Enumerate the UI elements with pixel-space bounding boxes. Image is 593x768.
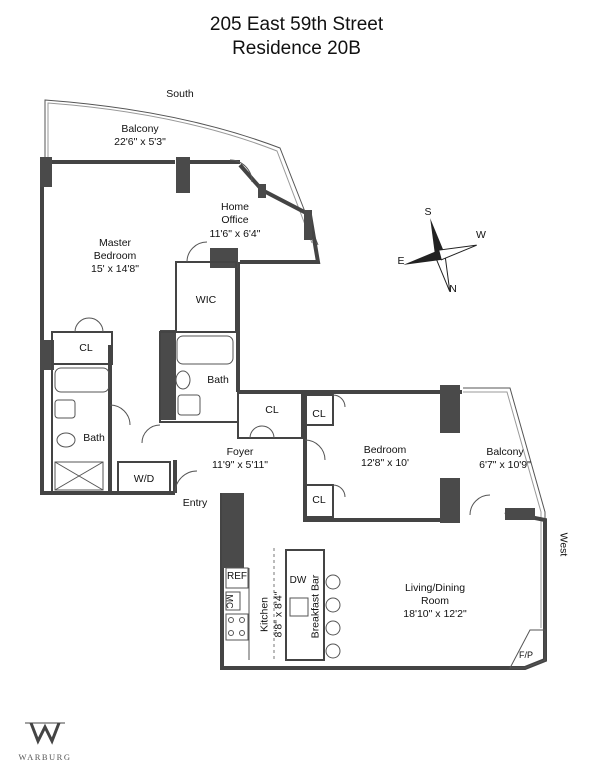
- ref-label: REF: [227, 571, 247, 582]
- wd-outline: [117, 461, 171, 493]
- bath-center-label: Bath: [207, 374, 229, 386]
- sink-master: [54, 399, 76, 419]
- tub-master: [54, 367, 110, 393]
- address-title: 205 East 59th Street: [209, 14, 384, 35]
- wd-label: W/D: [133, 473, 155, 485]
- bath-center-outline: [159, 331, 239, 423]
- microwave: [225, 591, 241, 611]
- fireplace: [509, 629, 546, 669]
- column: [304, 210, 312, 240]
- residence-title: Residence 20B: [232, 38, 361, 59]
- home-office-name: Home: [220, 201, 249, 213]
- wall-pier: [160, 330, 176, 420]
- cl-bed-bottom: [304, 484, 334, 518]
- stool: [325, 643, 341, 659]
- wic-label: WIC: [195, 294, 217, 306]
- kitchen-name: Kitchen: [258, 596, 271, 633]
- master-bedroom-dims: 15' x 14'8": [90, 263, 140, 275]
- column: [210, 248, 238, 268]
- compass-e: E: [397, 255, 405, 267]
- foyer-name: Foyer: [226, 446, 254, 458]
- master-bedroom-name: Master: [98, 237, 132, 249]
- compass-s: S: [424, 206, 432, 218]
- wall-pier: [40, 340, 54, 370]
- cl-bed-top: [304, 394, 334, 426]
- warburg-logo-icon: [25, 722, 65, 745]
- toilet-center: [175, 370, 191, 390]
- brand-name: WARBURG: [18, 752, 72, 762]
- column: [440, 478, 460, 523]
- living-dims: 18'10" x 12'2": [403, 608, 467, 620]
- kitchen-sink: [289, 597, 309, 617]
- cl-bed-bottom-label: CL: [312, 494, 326, 506]
- master-bedroom-name2: Bedroom: [93, 250, 137, 262]
- column: [176, 157, 190, 193]
- bath-master-outline: [51, 363, 111, 495]
- brand-logo: WARBURG: [10, 716, 80, 762]
- balcony-south-name: Balcony: [121, 123, 159, 135]
- cl-master-label: CL: [79, 342, 93, 354]
- entry-label: Entry: [182, 497, 208, 509]
- tub-center: [176, 335, 234, 365]
- living-name: Living/Dining: [404, 582, 466, 594]
- bedroom-dims: 12'8" x 10': [360, 457, 410, 469]
- fp-label: F/P: [518, 650, 533, 660]
- balcony-west-name: Balcony: [486, 446, 524, 458]
- dw-label: DW: [289, 575, 307, 586]
- cooktop: [225, 613, 249, 641]
- foyer-dims: 11'9" x 5'11": [211, 459, 269, 471]
- column: [505, 508, 535, 520]
- compass-n: N: [449, 283, 457, 295]
- home-office-name2: Office: [221, 214, 249, 226]
- stool: [325, 620, 341, 636]
- west-label: West: [557, 532, 570, 557]
- cl-foyer-outline: [237, 391, 303, 439]
- bath-master-label: Bath: [83, 432, 105, 444]
- stool: [325, 597, 341, 613]
- balcony-south-outline: [44, 99, 319, 246]
- south-label: South: [166, 88, 194, 100]
- sink-center: [177, 394, 201, 416]
- toilet-master: [56, 432, 76, 448]
- kitchen-dims: 8'8" x 8'4": [272, 591, 285, 638]
- breakfast-bar-label: Breakfast Bar: [309, 574, 322, 639]
- home-office-dims: 11'6" x 6'4": [209, 228, 261, 240]
- living-name2: Room: [420, 595, 449, 607]
- kitchen-wall: [222, 493, 244, 568]
- compass-w: W: [476, 229, 486, 241]
- cl-foyer-label: CL: [265, 404, 279, 416]
- stool: [325, 574, 341, 590]
- mc-label: MC: [224, 594, 235, 609]
- bedroom-name: Bedroom: [363, 444, 407, 456]
- balcony-west-dims: 6'7" x 10'9": [479, 459, 531, 471]
- shower-master: [54, 461, 104, 491]
- column: [440, 385, 460, 433]
- balcony-south-dims: 22'6" x 5'3": [114, 136, 166, 148]
- ref: [225, 567, 249, 589]
- column: [40, 157, 52, 187]
- breakfast-bar: [285, 549, 325, 661]
- column: [258, 184, 266, 198]
- cl-bed-top-label: CL: [312, 408, 326, 420]
- compass-rose: [403, 218, 477, 292]
